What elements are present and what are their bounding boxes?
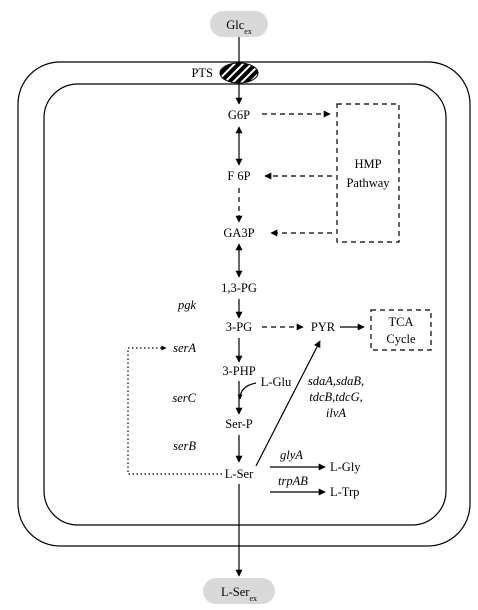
metabolite-3-php: 3-PHP xyxy=(222,364,255,378)
metabolite-ser-p: Ser-P xyxy=(225,417,253,431)
inner-membrane xyxy=(43,83,447,526)
tca-cycle-box xyxy=(370,309,432,351)
hmp-pathway-label-line2: Pathway xyxy=(346,176,390,190)
hmp-pathway-label-line1: HMP xyxy=(354,157,381,171)
gene-degradation-line1: sdaA,sdaB, xyxy=(308,374,364,388)
metabolite-f6p: F 6P xyxy=(227,169,250,183)
gene-trpab: trpAB xyxy=(278,474,308,488)
gene-serc: serC xyxy=(172,391,196,405)
ser-feedback-inhibition-line xyxy=(127,345,222,475)
metabolite-l-ser: L-Ser xyxy=(225,467,254,481)
metabolite-g6p: G6P xyxy=(228,108,250,122)
external-glucose-pill xyxy=(210,11,268,37)
pts-label: PTS xyxy=(191,66,213,80)
gene-degradation-line3: ilvA xyxy=(326,406,346,420)
external-serine-label: L-Serex xyxy=(221,585,257,603)
metabolite-l-glu: L-Glu xyxy=(261,375,292,389)
l-glu-transamination-arrow xyxy=(237,382,257,400)
gene-glya: glyA xyxy=(280,448,303,462)
metabolite-l-gly: L-Gly xyxy=(330,460,361,474)
gene-pgk: pgk xyxy=(177,298,197,312)
outer-membrane xyxy=(17,61,471,547)
gene-degradation-line2: tdcB,tdcG, xyxy=(309,390,362,404)
tca-cycle-label-line2: Cycle xyxy=(386,332,416,346)
external-glucose-label: Glcex xyxy=(226,18,252,36)
metabolite-1-3-pg: 1,3-PG xyxy=(221,281,257,295)
metabolite-pyr: PYR xyxy=(311,320,336,334)
metabolite-l-trp: L-Trp xyxy=(330,485,359,499)
gene-serb: serB xyxy=(173,439,196,453)
metabolite-ga3p: GA3P xyxy=(223,226,254,240)
l-ser-pyr-arrow xyxy=(255,340,321,467)
gene-sera: serA xyxy=(173,341,196,355)
hmp-pathway-box xyxy=(336,103,400,243)
tca-cycle-label-line1: TCA xyxy=(389,315,414,329)
metabolite-3-pg: 3-PG xyxy=(226,320,252,334)
external-serine-pill xyxy=(203,578,275,604)
pts-transporter-icon xyxy=(219,62,259,84)
